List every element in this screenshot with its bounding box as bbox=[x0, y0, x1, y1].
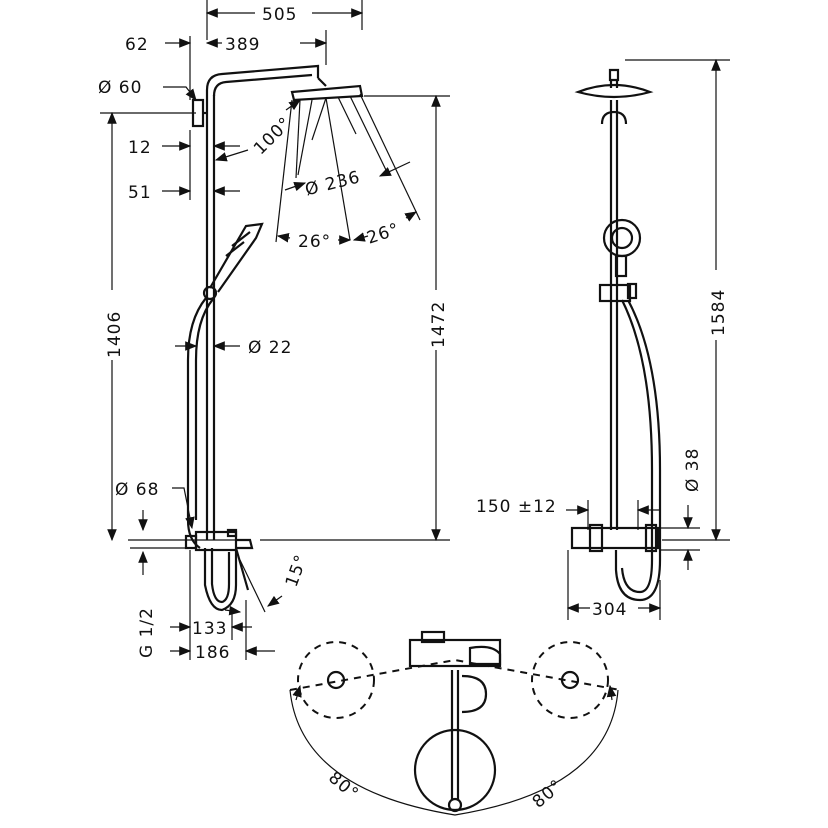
dim-thread: G 1/2 bbox=[130, 510, 186, 658]
top-view: 80° 80° bbox=[289, 630, 621, 816]
top-head-center bbox=[413, 670, 497, 813]
dim-head-diameter: Ø 236 bbox=[284, 161, 411, 200]
dim-spray-left: 26° bbox=[276, 232, 352, 252]
dim-adjust-range: 150 ±12 bbox=[476, 497, 660, 530]
top-mixer bbox=[408, 630, 502, 714]
dim-bracket-diameter-label: Ø 60 bbox=[98, 78, 142, 98]
dim-133: 133 bbox=[170, 550, 252, 660]
dim-304: 304 bbox=[566, 550, 662, 620]
dim-head-tilt: 100° bbox=[214, 99, 301, 162]
dim-mixer-rosette-label: Ø 68 bbox=[115, 480, 159, 500]
top-head-right-ghost bbox=[531, 641, 609, 719]
dim-389: 389 bbox=[205, 30, 328, 65]
dim-51-label: 51 bbox=[128, 183, 152, 203]
front-riser bbox=[600, 100, 628, 530]
dim-1584-label: 1584 bbox=[709, 289, 729, 336]
spray-lines bbox=[275, 93, 421, 243]
dim-pipe-diameter: Ø 22 bbox=[175, 338, 292, 358]
dim-1406-label: 1406 bbox=[105, 311, 125, 358]
dim-304-label: 304 bbox=[592, 600, 627, 620]
dim-12-label: 12 bbox=[128, 138, 152, 158]
dim-spray-right-label: 26° bbox=[365, 219, 403, 248]
dim-rosette-diameter-label: Ø 38 bbox=[683, 448, 703, 492]
dim-spout-angle-label: 15° bbox=[282, 552, 312, 590]
dim-505: 505 bbox=[205, 0, 364, 40]
dim-1406: 1406 bbox=[100, 111, 196, 542]
shower-arm bbox=[205, 64, 320, 97]
dim-pipe-diameter-label: Ø 22 bbox=[248, 338, 292, 358]
front-overhead-shower bbox=[574, 68, 654, 99]
dim-133-label: 133 bbox=[192, 619, 227, 639]
side-view: 505 389 62 Ø 60 12 bbox=[98, 0, 450, 663]
dim-1472: 1472 bbox=[364, 94, 450, 542]
dim-51: 51 bbox=[128, 183, 240, 203]
dim-186: 186 bbox=[170, 600, 275, 663]
dim-thread-label: G 1/2 bbox=[137, 607, 157, 658]
dim-spout-angle: 15° bbox=[224, 552, 312, 616]
dim-spray-right: 26° bbox=[352, 211, 418, 249]
top-head-left-ghost bbox=[297, 641, 375, 719]
hose bbox=[186, 297, 238, 612]
dim-spray-left-label: 26° bbox=[298, 232, 331, 252]
mixer-body bbox=[184, 528, 254, 591]
dim-1584: 1584 bbox=[709, 58, 729, 542]
front-slider bbox=[598, 282, 638, 303]
riser-pipe bbox=[205, 90, 216, 540]
dim-swivel-right-label: 80° bbox=[529, 776, 567, 813]
hand-shower bbox=[202, 222, 264, 301]
swivel-arc bbox=[289, 689, 619, 816]
dim-mixer-rosette: Ø 68 bbox=[115, 480, 195, 530]
dim-389-label: 389 bbox=[225, 35, 260, 55]
dim-1472-label: 1472 bbox=[429, 301, 449, 348]
front-hand-shower bbox=[602, 218, 642, 278]
dim-bracket-diameter: Ø 60 bbox=[98, 78, 197, 101]
dim-head-tilt-label: 100° bbox=[250, 113, 296, 159]
dim-adjust-range-label: 150 ±12 bbox=[476, 497, 557, 517]
front-view: 1584 150 ±12 Ø 38 304 bbox=[476, 58, 730, 620]
swivel-axis bbox=[289, 658, 621, 691]
front-hose bbox=[614, 299, 662, 602]
dim-rosette-diameter: Ø 38 bbox=[660, 448, 703, 570]
dim-505-label: 505 bbox=[262, 5, 297, 25]
dim-62-label: 62 bbox=[125, 35, 149, 55]
dim-swivel-left-label: 80° bbox=[324, 768, 362, 805]
front-mixer bbox=[570, 523, 660, 553]
dim-186-label: 186 bbox=[195, 643, 230, 663]
overhead-shower bbox=[290, 77, 364, 102]
dim-head-diameter-label: Ø 236 bbox=[303, 167, 362, 200]
